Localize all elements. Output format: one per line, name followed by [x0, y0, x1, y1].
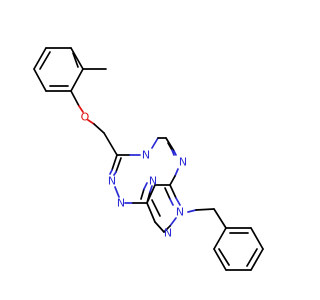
- bond: [167, 142, 173, 151]
- bond: [213, 208, 227, 229]
- bond: [109, 169, 113, 175]
- bonds-layer: [33, 47, 264, 271]
- bond: [114, 186, 120, 198]
- bond: [149, 185, 153, 193]
- bond: [151, 199, 161, 217]
- bond: [103, 132, 118, 156]
- bond: [78, 105, 84, 113]
- nitrogen-atom-label: N: [176, 206, 184, 219]
- bond: [146, 184, 156, 204]
- bond: [164, 187, 171, 200]
- nitrogen-atom-label: N: [179, 156, 187, 169]
- bond: [33, 68, 47, 92]
- bond: [70, 68, 84, 92]
- bond: [72, 52, 79, 68]
- nitrogen-atom-label: N: [142, 149, 150, 162]
- bond: [218, 248, 230, 266]
- bond: [93, 123, 105, 134]
- bond: [173, 150, 177, 156]
- bond: [87, 119, 95, 125]
- bond: [169, 217, 177, 227]
- bond: [70, 47, 84, 70]
- nitrogen-atom-label: N: [117, 197, 125, 210]
- bond: [169, 175, 176, 186]
- bond: [165, 137, 175, 152]
- bond: [146, 202, 156, 223]
- oxygen-atom-label: O: [81, 111, 90, 124]
- bond: [113, 171, 117, 176]
- bond: [169, 198, 174, 206]
- atom-labels-layer: O N N N N N N N: [81, 111, 187, 240]
- bond: [213, 248, 227, 271]
- bond: [115, 157, 122, 173]
- bond: [140, 188, 145, 200]
- nitrogen-atom-label: N: [149, 175, 157, 188]
- molecule-structure-diagram: O N N N N N N N: [33, 47, 264, 271]
- bond: [187, 209, 197, 213]
- nitrogen-atom-label: N: [164, 227, 172, 240]
- bond: [111, 154, 118, 171]
- bond: [195, 208, 215, 211]
- bond: [70, 90, 80, 107]
- bond: [171, 149, 175, 156]
- bond: [246, 248, 258, 267]
- bond: [143, 182, 148, 190]
- bond: [39, 51, 51, 70]
- nitrogen-atom-label: N: [108, 175, 116, 188]
- bond: [163, 225, 171, 233]
- bond: [250, 227, 264, 250]
- bond: [174, 168, 179, 177]
- bond: [169, 184, 177, 199]
- bond: [213, 227, 227, 250]
- bond: [151, 137, 159, 149]
- bond: [250, 248, 264, 271]
- bond: [33, 47, 47, 70]
- bond: [154, 221, 165, 233]
- bond: [175, 197, 181, 206]
